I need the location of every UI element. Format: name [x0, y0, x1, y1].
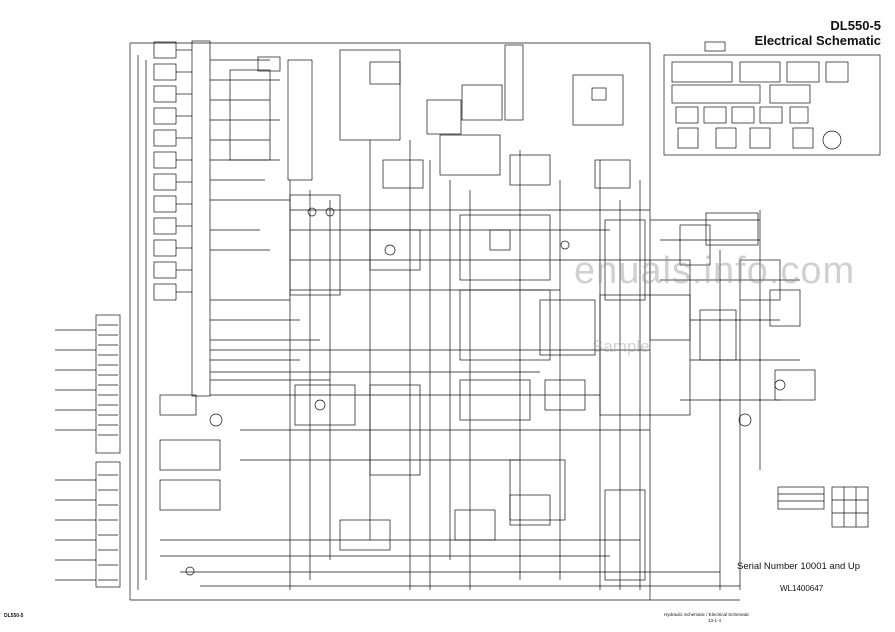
legend-table: [777, 486, 825, 510]
drawing-number: WL1400647: [780, 584, 824, 593]
watermark-sample: Sample: [592, 337, 650, 356]
grid-table: [509, 459, 566, 521]
footer-page: 13-1-4: [708, 618, 722, 623]
serial-note: Serial Number 10001 and Up: [737, 561, 861, 572]
footer-left: DL550-5: [4, 613, 24, 619]
page-title: Electrical Schematic: [754, 33, 881, 48]
main-connector-left: [191, 40, 211, 397]
fuel-solenoid-box: [572, 74, 624, 126]
connector-matrix: [599, 294, 691, 416]
watermark-site: enuals.info.com: [574, 250, 856, 292]
relay-block-right: [604, 219, 646, 301]
controller-block: [459, 214, 551, 281]
connector-block-a: [95, 314, 121, 454]
fuse-block: [289, 194, 341, 296]
connector-block-b: [95, 461, 121, 588]
relay-stack: [287, 59, 313, 181]
footer-right: Hydraulic Schematic / Electrical Schemat…: [664, 612, 750, 617]
connector-lower-right: [604, 489, 646, 581]
lamp-box: [294, 384, 356, 426]
connector-legend-panel: [663, 54, 881, 156]
model-number: DL550-5: [830, 18, 881, 33]
